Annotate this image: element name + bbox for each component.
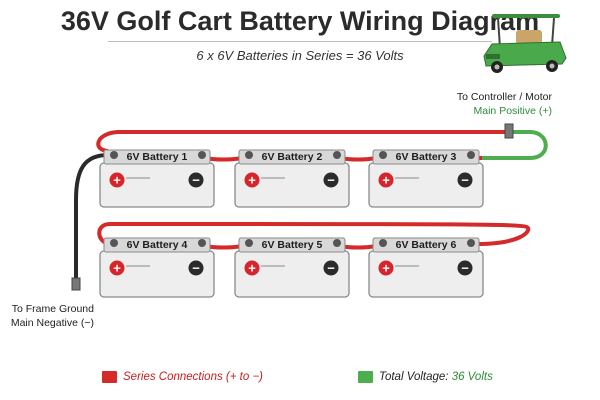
negative-terminal-icon [188,260,204,276]
legend-total: Total Voltage: 36 Volts [358,371,493,383]
legend-series: Series Connections (+ to −) [102,371,263,383]
negative-terminal-icon [323,260,339,276]
positive-terminal-icon [378,172,394,188]
negative-symbol: − [327,173,335,188]
negative-terminal-icon [188,172,204,188]
page-subtitle: 6 x 6V Batteries in Series = 36 Volts [196,48,404,63]
battery-label: 6V Battery 3 [396,151,457,163]
negative-symbol: − [461,173,469,188]
ground-cable [74,153,110,282]
positive-terminal-icon [244,260,260,276]
main-positive-lug [504,123,514,139]
battery-4: 6V Battery 4 + − [99,237,215,298]
page-title: 36V Golf Cart Battery Wiring Diagram [60,6,540,36]
battery-label: 6V Battery 5 [262,239,323,251]
positive-symbol: + [113,173,121,188]
negative-symbol: − [192,173,200,188]
positive-symbol: + [113,261,121,276]
positive-symbol: + [382,261,390,276]
battery-3: 6V Battery 3 + − [368,149,484,208]
title-divider [108,41,492,42]
negative-terminal-icon [323,172,339,188]
negative-terminal-icon [457,260,473,276]
positive-symbol: + [248,261,256,276]
positive-symbol: + [382,173,390,188]
battery-1: 6V Battery 1 + − [99,149,215,208]
battery-label: 6V Battery 1 [127,151,188,163]
positive-terminal-icon [378,260,394,276]
controller-label: To Controller / Motor [456,91,552,103]
legend-red-swatch [102,371,117,383]
battery-6: 6V Battery 6 + − [368,237,484,298]
negative-terminal-icon [457,172,473,188]
battery-label: 6V Battery 4 [127,239,188,251]
main-positive-cable [482,130,548,160]
negative-symbol: − [327,261,335,276]
positive-terminal-icon [244,172,260,188]
ground-label: To Frame Ground [11,303,94,315]
battery-label: 6V Battery 6 [396,239,457,251]
battery-5: 6V Battery 5 + − [234,237,350,298]
battery-2: 6V Battery 2 + − [234,149,350,208]
positive-terminal-icon [109,260,125,276]
negative-symbol: − [192,261,200,276]
main-positive-label: Main Positive (+) [473,105,552,117]
ground-annotation: To Frame Ground Main Negative (−) [6,302,94,330]
series-cable-5 [205,244,243,250]
legend-total-value: 36 Volts [451,371,493,383]
legend-green-swatch [358,371,373,383]
golf-cart-icon [483,14,567,73]
negative-symbol: − [461,261,469,276]
positive-terminal-icon [109,172,125,188]
main-negative-label: Main Negative (−) [10,317,94,329]
legend-total-label: Total Voltage: [379,371,449,383]
series-cable-1 [96,130,505,153]
series-cable-2 [205,156,243,162]
positive-symbol: + [248,173,256,188]
legend-series-label: Series Connections (+ to −) [123,371,263,383]
controller-annotation: To Controller / Motor Main Positive (+) [440,90,552,118]
ground-terminal-lug [71,277,81,291]
battery-label: 6V Battery 2 [262,151,323,163]
